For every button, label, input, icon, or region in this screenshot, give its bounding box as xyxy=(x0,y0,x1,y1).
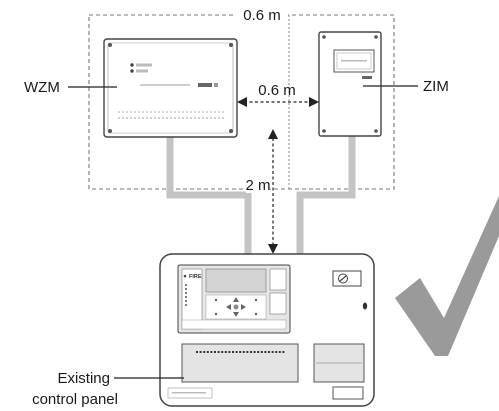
arrow-icon xyxy=(268,244,278,254)
existing-label-line2: control panel xyxy=(32,391,118,408)
span-distance-label: 0.6 m xyxy=(243,7,281,24)
existing-label-line1: Existing xyxy=(57,370,110,387)
fire-label: FIRE xyxy=(189,274,202,280)
display-module: FIRE xyxy=(177,264,291,334)
slot-plate xyxy=(332,386,364,400)
zim-label: ZIM xyxy=(423,78,449,95)
vertical-distance-label: 2 m xyxy=(245,177,270,194)
cable-routes xyxy=(166,108,356,254)
arrow-icon xyxy=(268,129,278,139)
span-label-bg xyxy=(236,6,288,24)
wzm-unit xyxy=(103,38,238,138)
existing-control-panel: FIRE xyxy=(159,253,375,407)
vertical-label-bg xyxy=(246,176,270,193)
check-mark-icon xyxy=(395,196,499,356)
lower-compartment xyxy=(181,343,299,383)
arrow-icon xyxy=(309,97,319,107)
gap-distance-label: 0.6 m xyxy=(258,82,296,99)
lock-indicator xyxy=(362,302,368,310)
wzm-label: WZM xyxy=(24,79,60,96)
zim-unit xyxy=(318,31,382,137)
nav-pad-icon xyxy=(214,297,258,317)
distance-boundary-box xyxy=(88,14,395,190)
arrow-icon xyxy=(237,97,247,107)
